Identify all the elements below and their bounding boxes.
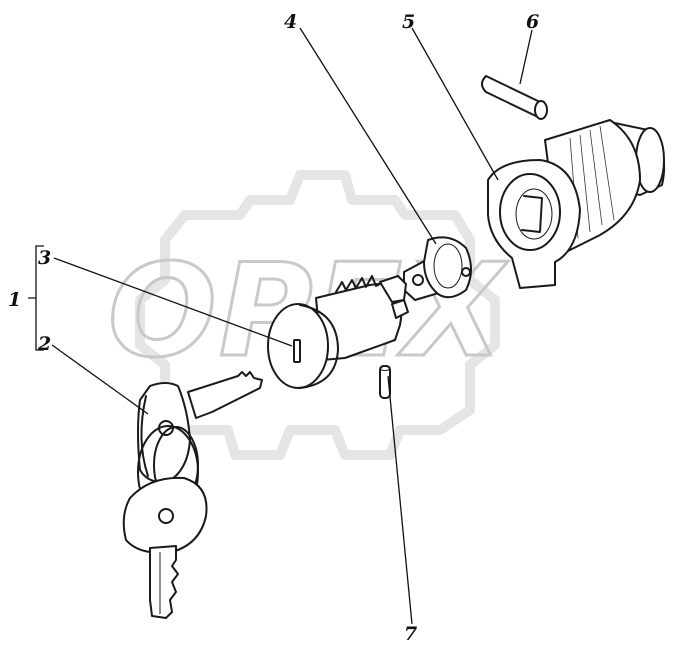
lower-pin <box>379 365 391 399</box>
lock-cylinder <box>267 275 409 389</box>
leader-7 <box>387 375 413 625</box>
callout-2: 2 <box>37 333 51 355</box>
leader-6 <box>519 29 533 85</box>
callout-1: 1 <box>8 289 21 311</box>
upper-pin <box>481 75 548 120</box>
leader-5 <box>411 27 499 181</box>
leader-lines <box>28 27 533 625</box>
bracket-1 <box>28 245 44 351</box>
callout-3: 3 <box>38 247 51 269</box>
leader-2 <box>51 344 149 415</box>
key-pair <box>122 371 263 619</box>
watermark-gear-icon <box>135 170 500 460</box>
leader-4 <box>299 27 437 245</box>
leader-3 <box>53 257 293 347</box>
lock-housing <box>487 119 666 289</box>
callouts: 1 2 3 4 5 6 7 <box>8 11 539 645</box>
callout-5: 5 <box>402 11 415 33</box>
callout-7: 7 <box>404 623 417 645</box>
callout-4: 4 <box>284 11 297 33</box>
callout-6: 6 <box>526 11 539 33</box>
